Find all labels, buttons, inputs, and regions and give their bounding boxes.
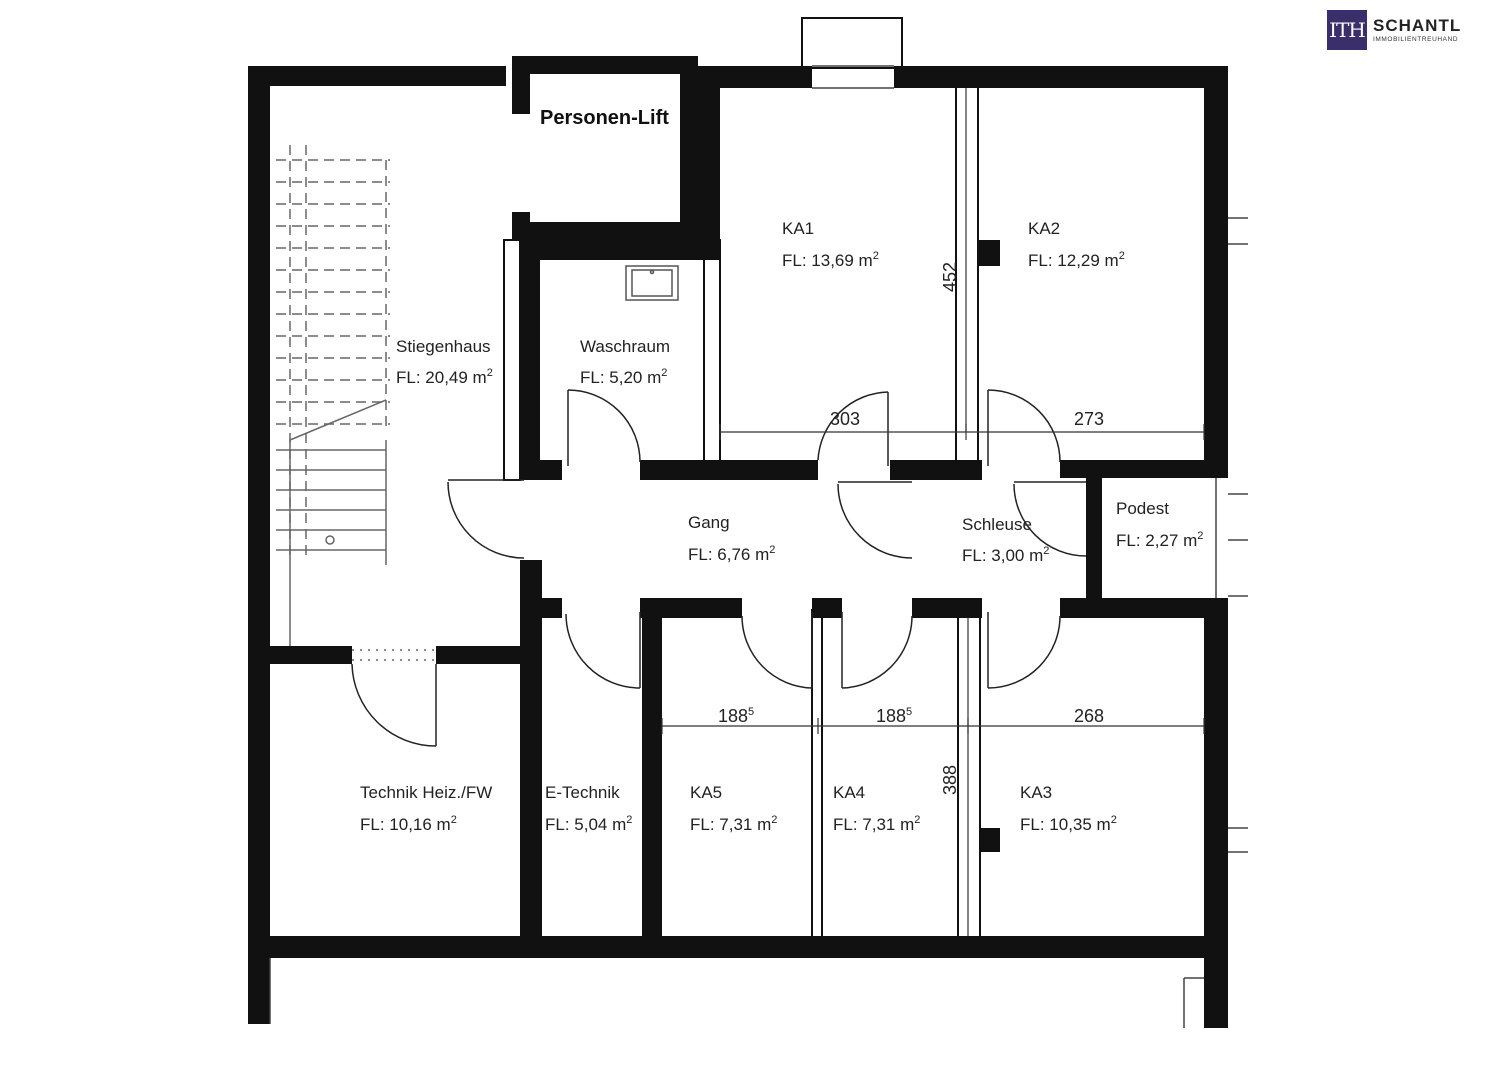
room-area: FL: 10,16 m2 xyxy=(360,814,457,834)
dimension-452: 452 xyxy=(940,262,960,292)
room-area: FL: 5,04 m2 xyxy=(545,814,632,834)
lift-label: Personen-Lift xyxy=(540,107,669,129)
room-name: Stiegenhaus xyxy=(396,337,491,356)
room-etechnik: E-Technik FL: 5,04 m2 xyxy=(545,783,632,834)
dimension-268: 268 xyxy=(1074,706,1104,726)
room-waschraum: Waschraum FL: 5,20 m2 xyxy=(580,337,670,387)
room-name: Gang xyxy=(688,513,730,532)
room-area: FL: 13,69 m2 xyxy=(782,250,879,270)
room-ka4: KA4 FL: 7,31 m2 xyxy=(833,783,920,834)
room-gang: Gang FL: 6,76 m2 xyxy=(688,513,775,564)
room-ka1: KA1 FL: 13,69 m2 xyxy=(782,219,879,270)
room-area: FL: 5,20 m2 xyxy=(580,367,667,387)
sink-icon xyxy=(625,265,679,301)
room-area: FL: 20,49 m2 xyxy=(396,367,493,387)
dimension-388: 388 xyxy=(940,765,960,795)
room-area: FL: 12,29 m2 xyxy=(1028,250,1125,270)
logo-mark-icon: ITH xyxy=(1327,10,1367,50)
room-name: KA2 xyxy=(1028,219,1060,238)
room-name: KA3 xyxy=(1020,783,1052,802)
room-ka5: KA5 FL: 7,31 m2 xyxy=(690,783,777,834)
staircase xyxy=(276,145,436,661)
details xyxy=(269,65,1248,1028)
dimension-273: 273 xyxy=(1074,409,1104,429)
room-name: Podest xyxy=(1116,499,1169,518)
room-name: KA1 xyxy=(782,219,814,238)
room-name: Technik Heiz./FW xyxy=(360,783,492,802)
room-area: FL: 7,31 m2 xyxy=(690,814,777,834)
dimension-303: 303 xyxy=(830,409,860,429)
room-area: FL: 3,00 m2 xyxy=(962,545,1049,565)
room-name: E-Technik xyxy=(545,783,620,802)
room-name: Waschraum xyxy=(580,337,670,356)
room-area: FL: 10,35 m2 xyxy=(1020,814,1117,834)
room-technik: Technik Heiz./FW FL: 10,16 m2 xyxy=(360,783,492,834)
room-name: KA5 xyxy=(690,783,722,802)
room-name: Schleuse xyxy=(962,515,1032,534)
dimension-lines xyxy=(661,88,1205,936)
walls xyxy=(248,17,1228,1028)
doors xyxy=(351,389,1087,747)
dimension-188-a: 1885 xyxy=(718,706,754,726)
room-area: FL: 6,76 m2 xyxy=(688,544,775,564)
room-ka3: KA3 FL: 10,35 m2 xyxy=(1020,783,1117,834)
room-podest: Podest FL: 2,27 m2 xyxy=(1116,499,1203,550)
room-area: FL: 2,27 m2 xyxy=(1116,530,1203,550)
brand-logo: ITH SCHANTL IMMOBILIENTREUHAND xyxy=(1327,10,1461,50)
room-area: FL: 7,31 m2 xyxy=(833,814,920,834)
room-name: KA4 xyxy=(833,783,865,802)
room-schleuse: Schleuse FL: 3,00 m2 xyxy=(962,515,1049,565)
brand-tagline: IMMOBILIENTREUHAND xyxy=(1373,35,1459,43)
brand-name: SCHANTL xyxy=(1373,15,1462,35)
room-stiegenhaus: Stiegenhaus FL: 20,49 m2 xyxy=(396,337,493,387)
dimension-188-b: 1885 xyxy=(876,706,912,726)
room-ka2: KA2 FL: 12,29 m2 xyxy=(1028,219,1125,270)
